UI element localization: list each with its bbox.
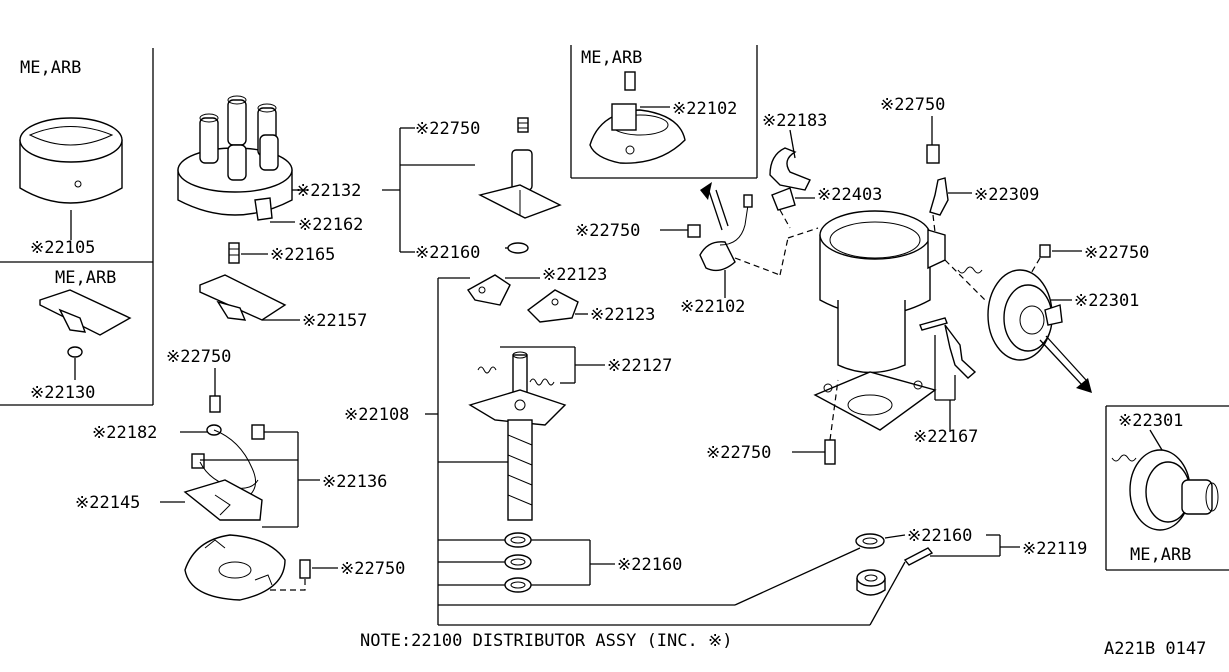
rotor-shaft-part-upper bbox=[466, 274, 511, 306]
cap-clip-bolt-part bbox=[926, 144, 940, 164]
callout-22132: ※22132 bbox=[296, 181, 361, 201]
variant-label-top-center: ME,ARB bbox=[581, 48, 642, 68]
washer-22160-top bbox=[507, 242, 529, 254]
cap-clip-part bbox=[929, 177, 949, 216]
callout-22157: ※22157 bbox=[302, 311, 367, 331]
vacuum-screw-part bbox=[1039, 244, 1051, 258]
terminal-part bbox=[771, 187, 796, 211]
thrust-washers-part bbox=[504, 532, 532, 593]
variant-box-right-frame bbox=[1105, 405, 1229, 571]
callout-22108: ※22108 bbox=[344, 405, 409, 425]
breaker-plate-part bbox=[184, 534, 286, 601]
variant-label-top-left: ME,ARB bbox=[20, 58, 81, 78]
condenser-part bbox=[687, 194, 753, 272]
arrow-to-condenser bbox=[700, 182, 729, 231]
callout-22160-c: ※22160 bbox=[907, 526, 972, 546]
callout-22165: ※22165 bbox=[270, 245, 335, 265]
callout-22750-e: ※22750 bbox=[880, 95, 945, 115]
housing-bolt-part bbox=[824, 439, 836, 465]
callout-22301-b: ※22301 bbox=[1118, 411, 1183, 431]
cap-bolt-part bbox=[517, 117, 529, 133]
variant-label-right: ME,ARB bbox=[1130, 545, 1191, 565]
pickup-screw-part bbox=[209, 395, 221, 413]
condenser-variant-part bbox=[589, 71, 686, 164]
callout-22750-d: ※22750 bbox=[575, 221, 640, 241]
variant-box-left-frame bbox=[0, 48, 154, 406]
collar-washer-part bbox=[855, 533, 885, 549]
callout-22750-a: ※22750 bbox=[415, 119, 480, 139]
figure-code: A221B 0147 bbox=[1104, 639, 1206, 659]
callout-22182: ※22182 bbox=[92, 423, 157, 443]
variant-box-top-center-frame bbox=[570, 45, 758, 179]
callout-22162: ※22162 bbox=[298, 215, 363, 235]
callout-22750-g: ※22750 bbox=[706, 443, 771, 463]
callout-22309: ※22309 bbox=[974, 185, 1039, 205]
rotor-variant-part bbox=[39, 289, 132, 358]
callout-22105: ※22105 bbox=[30, 238, 95, 258]
callout-22123-a: ※22123 bbox=[542, 265, 607, 285]
clamp-part bbox=[769, 147, 811, 191]
carbon-point-part bbox=[228, 242, 240, 264]
vacuum-controller-variant-part bbox=[1111, 449, 1219, 531]
callout-22130: ※22130 bbox=[30, 383, 95, 403]
callout-22750-c: ※22750 bbox=[340, 559, 405, 579]
distributor-shaft-part bbox=[468, 351, 567, 521]
advance-weight-part bbox=[526, 289, 579, 323]
footnote-assembly-note: NOTE:22100 DISTRIBUTOR ASSY (INC. ※) bbox=[360, 631, 732, 651]
rotor-head-part bbox=[199, 274, 287, 321]
callout-22123-b: ※22123 bbox=[590, 305, 655, 325]
governor-spring-part bbox=[477, 366, 555, 386]
distributor-cap-part bbox=[177, 95, 293, 221]
callout-22167: ※22167 bbox=[913, 427, 978, 447]
callout-22160-b: ※22160 bbox=[617, 555, 682, 575]
callout-22301-a: ※22301 bbox=[1074, 291, 1139, 311]
callout-22102-a: ※22102 bbox=[672, 99, 737, 119]
callout-22750-b: ※22750 bbox=[166, 347, 231, 367]
drive-collar-part bbox=[856, 547, 934, 596]
callout-22127: ※22127 bbox=[607, 356, 672, 376]
callout-22136: ※22136 bbox=[322, 472, 387, 492]
callout-22183: ※22183 bbox=[762, 111, 827, 131]
distributor-housing-part bbox=[813, 210, 946, 431]
rotor-cover-variant-part bbox=[19, 117, 123, 204]
callout-22102-b: ※22102 bbox=[680, 297, 745, 317]
callout-22403: ※22403 bbox=[817, 185, 882, 205]
variant-label-mid-left: ME,ARB bbox=[55, 268, 116, 288]
callout-22145: ※22145 bbox=[75, 493, 140, 513]
callout-22160-a: ※22160 bbox=[415, 243, 480, 263]
vacuum-controller-part bbox=[944, 259, 1063, 361]
drive-pin-part bbox=[919, 317, 977, 379]
plate-screw-part bbox=[299, 559, 311, 579]
terminal-bracket-part bbox=[478, 149, 562, 219]
pickup-coil-part bbox=[183, 424, 265, 521]
callout-22750-f: ※22750 bbox=[1084, 243, 1149, 263]
callout-22119: ※22119 bbox=[1022, 539, 1087, 559]
arrow-to-vacuum-variant bbox=[1039, 335, 1092, 393]
